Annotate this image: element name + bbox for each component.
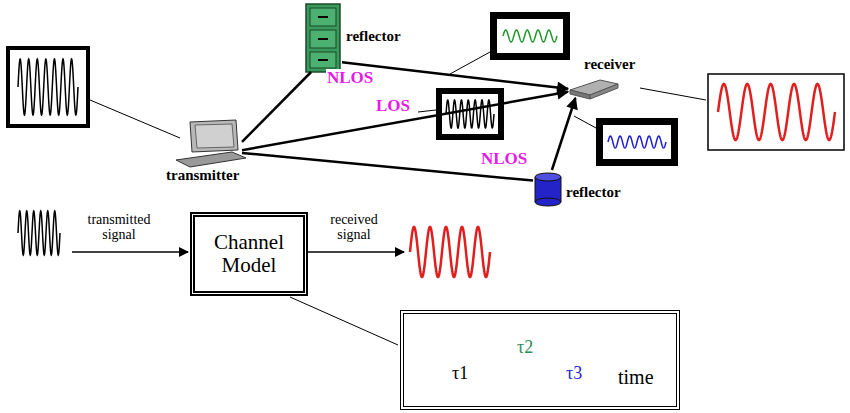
waveforms [18,30,835,277]
node-text: τ1 [452,364,468,384]
drawer-handle [318,16,328,18]
laptop-display [195,124,234,148]
receiver-side [570,90,590,99]
waveform [410,227,490,277]
signal-label: received signal [318,212,390,243]
node-text: time [618,366,654,388]
waveform [18,59,78,115]
waveform [503,30,557,42]
cabinet-drawer [310,52,336,68]
node-text: τ2 [517,338,533,358]
waveform [446,100,494,128]
signal-arrow [307,251,404,253]
leader-line [640,88,706,100]
cabinet-drawer [310,30,336,48]
signal-path [242,92,568,150]
cylinder-base [535,198,561,206]
cylinder-side [535,177,536,202]
receiver-side [590,84,618,99]
node-text: Channel Model [203,231,295,277]
node-text: receiver [584,56,635,73]
waveform [718,84,835,140]
laptop-base [176,152,246,167]
waveform [18,211,60,255]
drawer-handle [318,38,328,40]
leader-line [418,110,436,112]
signal-path [552,98,575,170]
reflector-node: reflector [306,2,342,72]
node-text: transmitter [166,167,239,184]
path-label: NLOS [326,69,374,88]
leader-line [574,116,596,128]
drawer-handle [318,59,328,61]
signal-path [342,62,568,89]
laptop-screen [190,120,238,152]
signal-label: transmitted signal [80,212,158,243]
cylinder-side [561,177,562,202]
reflector-node: reflector [533,170,563,206]
signal-arrow [72,251,188,253]
leader-line [450,52,490,74]
receiver-node: receiver [568,76,618,98]
screen-frame [708,74,844,150]
transmitter-node: transmitter [178,120,242,166]
channel-model-box: Channel Model [190,212,308,296]
path-label: LOS [375,97,411,116]
path-label: NLOS [480,150,528,169]
screen-face [497,19,563,53]
node-text: reflector [566,184,621,201]
screen-frame [490,12,570,60]
node-text: reflector [346,28,401,45]
waveform [608,136,666,148]
signal-path [242,72,311,142]
leader-line [90,100,180,138]
leader-line [290,297,398,345]
screen-face [603,125,671,159]
node-text: τ3 [566,364,582,384]
impulse-response-box: τ1 τ2 τ3 time [400,310,680,410]
cabinet-icon [306,4,340,72]
cabinet-drawer [310,8,336,26]
screen-frame [596,118,678,166]
leader-lines [90,52,706,345]
cylinder-top [535,173,561,181]
screen-frame [8,48,88,126]
